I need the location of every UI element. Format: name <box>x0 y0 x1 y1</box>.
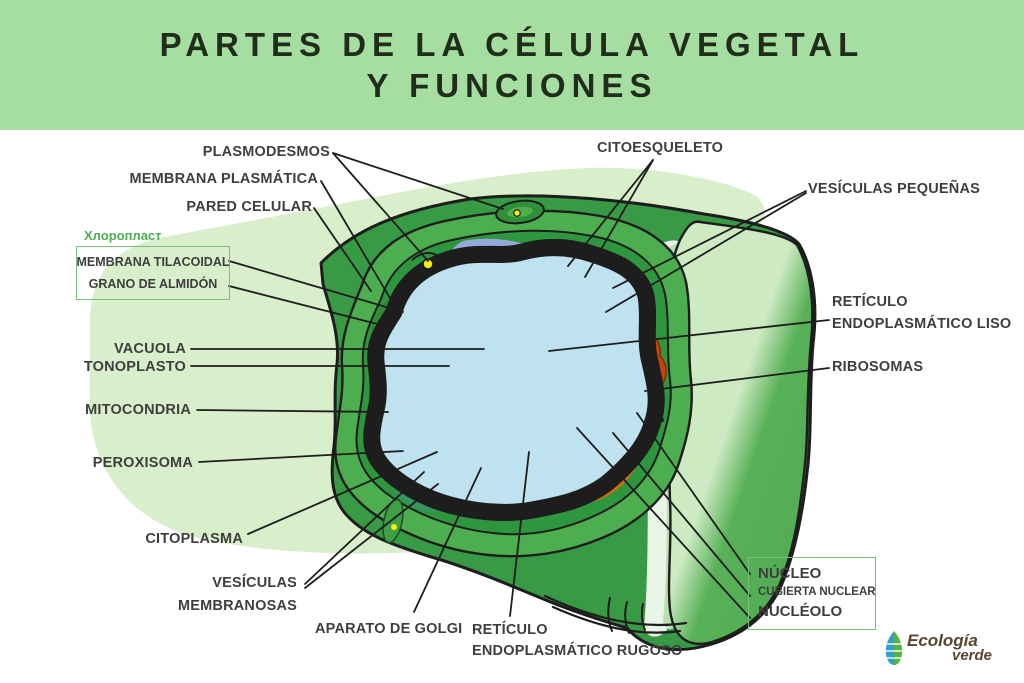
nucleo-box: NÚCLEO CUBIERTA NUCLEAR NUCLÉOLO <box>748 557 876 630</box>
leader-line <box>304 483 439 589</box>
leader-line <box>198 450 404 463</box>
label-vesiculas-membranosas: VESÍCULAS MEMBRANOSAS <box>177 575 297 614</box>
label-tonoplasto: TONOPLASTO <box>83 359 186 375</box>
leader-lines <box>190 152 830 619</box>
label-cubierta-nuclear: CUBIERTA NUCLEAR <box>758 586 876 598</box>
leader-line <box>332 152 429 262</box>
ecologia-verde-logo: Ecología verde <box>884 626 1014 670</box>
leader-line <box>228 285 394 329</box>
label-vacuola: VACUOLA <box>113 341 186 357</box>
label-pared-celular: PARED CELULAR <box>186 199 312 215</box>
label-citoplasma: CITOPLASMA <box>145 531 243 547</box>
cell-bottom-fold <box>543 594 688 627</box>
label-nucleolo: NUCLÉOLO <box>758 603 843 620</box>
title-banner: PARTES DE LA CÉLULA VEGETAL Y FUNCIONES <box>0 0 1024 130</box>
leader-line <box>567 159 654 267</box>
leader-line <box>612 190 807 289</box>
leader-line <box>304 471 425 585</box>
leader-line <box>196 409 389 413</box>
label-plasmodesmos: PLASMODESMOS <box>202 144 330 160</box>
page-title-line2: Y FUNCIONES <box>366 67 658 104</box>
leader-line <box>413 467 482 613</box>
label-membrana-plasmatica: MEMBRANA PLASMÁTICA <box>129 171 318 187</box>
label-peroxisoma: PEROXISOMA <box>92 455 193 471</box>
leader-line <box>576 427 751 619</box>
label-nucleo: NÚCLEO <box>758 565 822 582</box>
label-vesiculas-pequenas: VESÍCULAS PEQUEÑAS <box>808 181 980 197</box>
label-reticulo-rugoso: RETÍCULO ENDOPLASMÁTICO RUGOSO <box>472 622 683 659</box>
leader-line <box>612 432 751 597</box>
leader-line <box>332 152 504 210</box>
leader-line <box>313 207 372 292</box>
plasmodesmo-top <box>495 199 545 225</box>
leader-line <box>644 367 830 392</box>
leader-line <box>320 180 395 306</box>
cell-interior <box>370 238 667 513</box>
label-citoesqueleto: CITOESQUELETO <box>597 140 724 156</box>
leader-line <box>605 192 807 313</box>
label-reticulo-liso: RETÍCULO ENDOPLASMÁTICO LISO <box>832 294 1012 332</box>
leaf-icon <box>885 631 903 665</box>
cloroplasto-box: MEMBRANA TILACOIDAL GRANO DE ALMIDÓN <box>76 246 230 300</box>
label-ribosomas: RIBOSOMAS <box>832 359 924 375</box>
leader-line <box>584 159 654 278</box>
leader-line <box>228 260 404 313</box>
label-membrana-tilacoidal: MEMBRANA TILACOIDAL <box>76 255 230 269</box>
leader-line <box>509 451 530 617</box>
plasmodesmo-bottom <box>382 498 404 544</box>
label-mitocondria: MITOCONDRIA <box>85 402 191 418</box>
leader-line <box>636 412 751 575</box>
leader-line <box>247 451 438 535</box>
label-aparato-de-golgi: APARATO DE GOLGI <box>315 621 463 637</box>
page-title-line1: PARTES DE LA CÉLULA VEGETAL <box>159 26 865 63</box>
label-grano-de-almidon: GRANO DE ALMIDÓN <box>88 277 218 291</box>
leader-line <box>548 319 830 352</box>
logo-text-line2: verde <box>952 647 993 664</box>
label-cloroplasto: Хлоропласт <box>84 228 162 243</box>
plasmodesmo-front <box>411 252 445 270</box>
logo-text-line1: Ecología <box>907 631 978 650</box>
